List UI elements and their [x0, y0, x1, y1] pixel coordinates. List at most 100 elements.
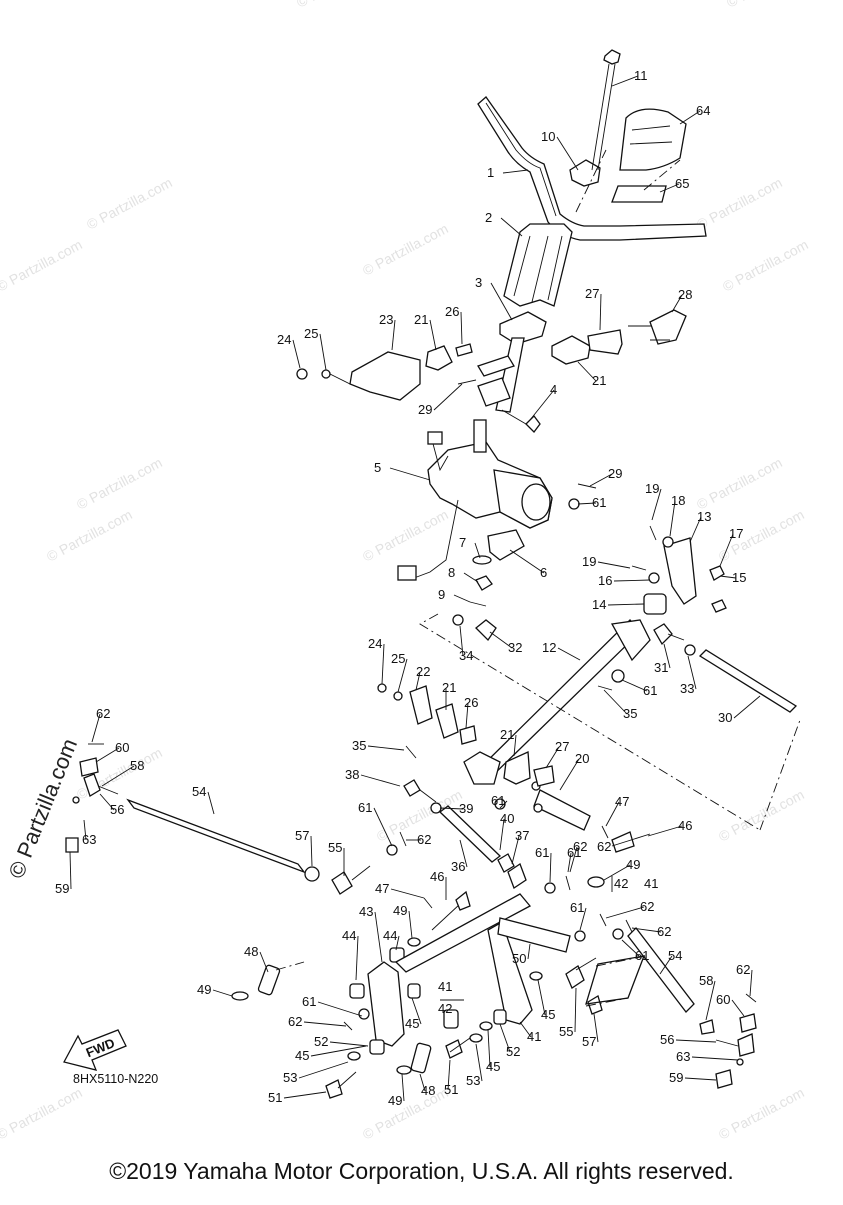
callout-leader: [83, 819, 87, 841]
callout-leader: [529, 389, 555, 421]
callout-leader: [310, 835, 313, 867]
callout-label: 6: [540, 565, 547, 580]
callout-label: 61: [567, 845, 581, 860]
callout-label: 30: [718, 710, 732, 725]
stay: [349, 351, 421, 401]
callout-label: 64: [696, 103, 710, 118]
callout-leader: [593, 1013, 599, 1043]
callout-label: 45: [405, 1016, 419, 1031]
bracket-13: [663, 537, 697, 605]
callout-label: 54: [668, 948, 682, 963]
callout-leader: [433, 383, 463, 411]
callout-label: 22: [416, 664, 430, 679]
callout-leader: [557, 647, 581, 661]
callout-label: 23: [379, 312, 393, 327]
callout-label: 48: [244, 944, 258, 959]
diagram-code: 8HX5110-N220: [73, 1072, 159, 1086]
callout-label: 41: [438, 979, 452, 994]
callout-leader: [490, 282, 513, 321]
callout-label: 63: [676, 1049, 690, 1064]
callout-leader: [749, 969, 753, 997]
callout-label: 7: [459, 535, 466, 550]
callout-label: 61: [570, 900, 584, 915]
callout-label: 62: [597, 839, 611, 854]
callout-leader: [395, 935, 400, 951]
callout-label: 62: [96, 706, 110, 721]
callout-leader: [373, 807, 393, 847]
callout-leader: [569, 846, 578, 873]
callout-label: 41: [527, 1029, 541, 1044]
callout-label: 26: [464, 695, 478, 710]
callout-leader: [499, 1023, 511, 1053]
callout-label: 35: [623, 706, 637, 721]
callout-leader: [500, 217, 523, 237]
callout-leader: [684, 1077, 717, 1081]
callout-label: 47: [615, 794, 629, 809]
callout-leader: [91, 713, 101, 743]
callout-leader: [513, 734, 517, 757]
callout-leader: [691, 1056, 739, 1061]
callout-label: 48: [421, 1083, 435, 1098]
callout-label: 58: [699, 973, 713, 988]
callout-leader: [329, 1041, 369, 1047]
callout-leader: [574, 987, 577, 1033]
callout-label: 62: [288, 1014, 302, 1029]
handlebar: [477, 96, 707, 241]
callout-label: 44: [383, 928, 397, 943]
callout-label: 49: [393, 903, 407, 918]
callout-label: 27: [585, 286, 599, 301]
callout-leader: [489, 631, 513, 649]
callout-leader: [527, 943, 531, 960]
callout-label: 24: [277, 332, 291, 347]
callout-label: 62: [736, 962, 750, 977]
callout-label: 55: [328, 840, 342, 855]
callout-label: 25: [391, 651, 405, 666]
callout-label: 53: [466, 1073, 480, 1088]
callout-label: 65: [675, 176, 689, 191]
callout-leader: [439, 807, 464, 810]
callout-label: 47: [375, 881, 389, 896]
callout-label: 59: [55, 881, 69, 896]
callout-leader: [447, 1059, 451, 1091]
callout-label: 15: [732, 570, 746, 585]
watermark: © Partzilla.com: [294, 0, 385, 11]
callout-label: 54: [192, 784, 206, 799]
callout-leader: [411, 997, 422, 1025]
callout-label: 18: [671, 493, 685, 508]
callout-label: 49: [197, 982, 211, 997]
callout-leader: [607, 603, 645, 606]
watermark: © Partzilla.com: [0, 1084, 85, 1142]
callout-leader: [605, 801, 620, 827]
callout-leader: [705, 980, 716, 1021]
callout-leader: [579, 907, 587, 931]
callout-label: 4: [550, 382, 557, 397]
watermark: © Partzilla.com: [694, 174, 785, 232]
callout-label: 5: [374, 460, 381, 475]
callout-label: 2: [485, 210, 492, 225]
callout-label: 29: [608, 466, 622, 481]
callout-label: 61: [643, 683, 657, 698]
callout-leader: [599, 293, 602, 331]
callout-label: 61: [302, 994, 316, 1009]
callout-leader: [559, 758, 580, 791]
callout-label: 19: [582, 554, 596, 569]
callout-leader: [419, 1073, 426, 1092]
callout-label: 28: [678, 287, 692, 302]
callout-label: 57: [295, 828, 309, 843]
callout-label: 50: [512, 951, 526, 966]
callout-label: 9: [438, 587, 445, 602]
callout-label: 62: [657, 924, 671, 939]
callout-leader: [597, 561, 631, 569]
callout-label: 21: [592, 373, 606, 388]
callout-leader: [317, 1001, 363, 1017]
callout-label: 39: [459, 801, 473, 816]
tie-rod: [649, 309, 687, 345]
callout-label: 37: [515, 828, 529, 843]
callout-leader: [549, 852, 552, 883]
callout-leader: [631, 927, 662, 933]
callout-label: 40: [500, 811, 514, 826]
watermark: © Partzilla.com: [360, 506, 451, 564]
callout-label: 21: [442, 680, 456, 695]
callout-label: 57: [582, 1034, 596, 1049]
callout-label: 3: [475, 275, 482, 290]
